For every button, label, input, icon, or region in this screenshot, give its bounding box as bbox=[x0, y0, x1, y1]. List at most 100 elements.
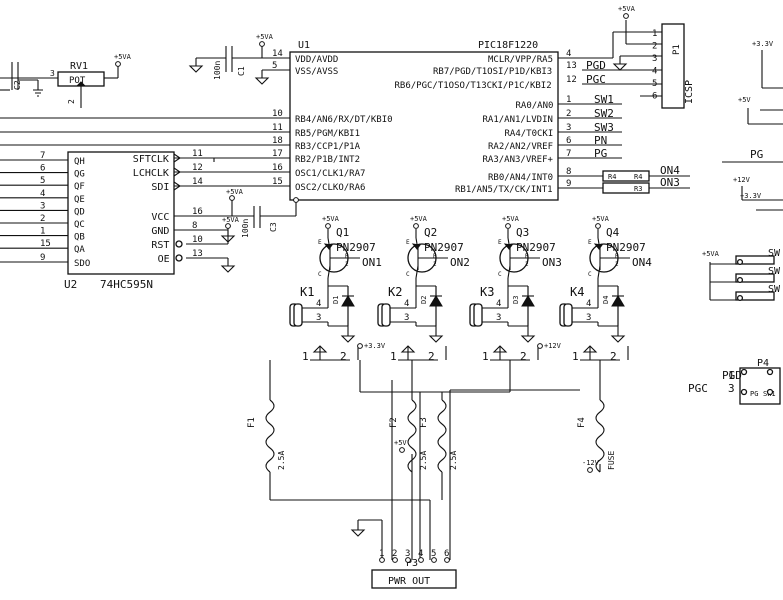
transistor-ref: Q3 bbox=[516, 226, 529, 239]
diode-ref: D1 bbox=[332, 296, 340, 304]
u1-pin-number: 6 bbox=[566, 136, 571, 146]
relay-pin4: 4 bbox=[404, 299, 409, 309]
ground-icon bbox=[428, 335, 444, 343]
relay-ref: K2 bbox=[388, 285, 402, 299]
relay-coil-icon bbox=[473, 303, 483, 327]
ground-icon bbox=[520, 335, 536, 343]
contact-pin2: 2 bbox=[610, 350, 617, 363]
transistor-pin-b: B bbox=[525, 253, 529, 260]
transistor-ref: Q4 bbox=[606, 226, 620, 239]
supply-icon bbox=[325, 223, 331, 229]
p3-pin-icon bbox=[379, 557, 385, 563]
edge-supply-3v3-bottom: +3.3V bbox=[740, 192, 762, 200]
supply-icon bbox=[537, 343, 543, 349]
emitter-arrow-icon bbox=[323, 243, 333, 250]
transistor-part: PN2907 bbox=[516, 241, 556, 254]
clock-input-icon bbox=[173, 153, 181, 163]
u1-pin-number: 1 bbox=[566, 95, 571, 105]
u1-net-label: PGD bbox=[586, 59, 606, 72]
c1-supply-label: +5VA bbox=[256, 33, 274, 41]
u2-pin-number: 13 bbox=[192, 249, 203, 259]
diode-icon bbox=[521, 295, 535, 307]
u2-pin-name: SFTCLK bbox=[133, 154, 169, 165]
u2-pin-number: 9 bbox=[40, 253, 45, 263]
u1-net-label: SW3 bbox=[594, 121, 614, 134]
fuse-2: F2 2.5A +5V bbox=[389, 399, 428, 473]
u1-net-label: PG bbox=[594, 147, 607, 160]
diode-icon bbox=[611, 295, 625, 307]
u1-left-pins: 14VDD/AVDD5VSS/AVSS10RB4/AN6/RX/DT/KBI01… bbox=[272, 49, 393, 193]
p4-net-pgd: PGD bbox=[722, 369, 742, 382]
supply-icon bbox=[399, 447, 405, 453]
icsp-pin-number: 4 bbox=[652, 67, 657, 77]
u1-pin-name: RB0/AN4/INT0 bbox=[488, 173, 553, 183]
transistor-pin-c: C bbox=[588, 271, 592, 278]
relay-pin3: 3 bbox=[404, 313, 409, 323]
fuse-ref: F3 bbox=[419, 417, 429, 428]
fuse-icon bbox=[437, 399, 447, 473]
p3-name-label: PWR OUT bbox=[388, 576, 430, 587]
u2-pin-number: 8 bbox=[192, 221, 197, 231]
potentiometer-rv1: C2 POT RV1 3 +5VA 2 bbox=[0, 53, 132, 108]
u2-pin-name: SDO bbox=[74, 259, 90, 269]
u1-pin-number: 12 bbox=[566, 75, 577, 85]
icsp-pin-number: 2 bbox=[652, 42, 657, 52]
transistor-part: PN2907 bbox=[336, 241, 376, 254]
inverter-bubble-icon bbox=[175, 254, 183, 262]
fuse-ref: F1 bbox=[247, 417, 257, 428]
u1-pin-number: 16 bbox=[272, 163, 283, 173]
u2-pin-name: QA bbox=[74, 245, 85, 255]
u1-pin-name: RB4/AN6/RX/DT/KBI0 bbox=[295, 115, 393, 125]
emitter-arrow-icon bbox=[411, 243, 421, 250]
fuse-1: F1 2.5A bbox=[247, 399, 286, 473]
resistor-r4-pin-label: R4 bbox=[608, 173, 616, 181]
switch-terminal-icon bbox=[736, 258, 744, 266]
u2-pin-name: QB bbox=[74, 233, 85, 243]
fuse-supply-label: +5V bbox=[394, 439, 407, 447]
u1-part-label: PIC18F1220 bbox=[478, 40, 538, 51]
contact-pin2: 2 bbox=[340, 350, 347, 363]
u1-pin-name: MCLR/VPP/RA5 bbox=[488, 55, 553, 65]
u1-pin-number: 18 bbox=[272, 136, 283, 146]
fuse-value: 2.5A bbox=[277, 451, 286, 470]
u2-pin-number: 16 bbox=[192, 207, 203, 217]
fuse-ref: F4 bbox=[577, 417, 587, 428]
u2-pin-name: RST bbox=[151, 240, 169, 251]
wire bbox=[597, 265, 601, 279]
edge-net-pg: PG bbox=[750, 148, 763, 161]
transistor-part: PN2907 bbox=[606, 241, 646, 254]
ground-icon bbox=[340, 335, 356, 343]
fuse-value: 2.5A bbox=[419, 451, 428, 470]
p3-pin-number: 6 bbox=[444, 549, 449, 559]
transistor-pin-e: E bbox=[588, 239, 592, 246]
supply-icon bbox=[505, 223, 511, 229]
p3-pin-icon bbox=[418, 557, 424, 563]
relay-pin4: 4 bbox=[586, 299, 591, 309]
p3-pin-number: 5 bbox=[431, 549, 436, 559]
relay-pin4: 4 bbox=[316, 299, 321, 309]
u2-pin-name: VCC bbox=[151, 212, 169, 223]
relay-ref: K1 bbox=[300, 285, 314, 299]
u1-pin-name: RB1/AN5/TX/CK/INT1 bbox=[455, 185, 553, 195]
u2-pin-number: 5 bbox=[40, 176, 45, 186]
relay-coil-icon bbox=[381, 303, 391, 327]
supply-icon bbox=[595, 223, 601, 229]
p3-pin-number: 2 bbox=[392, 549, 397, 559]
u2-pin-number: 7 bbox=[40, 151, 45, 161]
resistor-r3-label: R3 bbox=[634, 185, 642, 193]
u2-pin-name: QF bbox=[74, 182, 85, 192]
contact-supply-label: +3.3V bbox=[364, 342, 386, 350]
pot-pin2-label: 2 bbox=[67, 99, 76, 104]
u2-pin-name: GND bbox=[151, 226, 169, 237]
transistor-pin-b-num: 2 bbox=[615, 261, 619, 268]
u2-pin-number: 14 bbox=[192, 177, 203, 187]
u2-pin-number: 2 bbox=[40, 214, 45, 224]
fuse-ref: F2 bbox=[389, 417, 399, 428]
transistor-pin-e: E bbox=[406, 239, 410, 246]
